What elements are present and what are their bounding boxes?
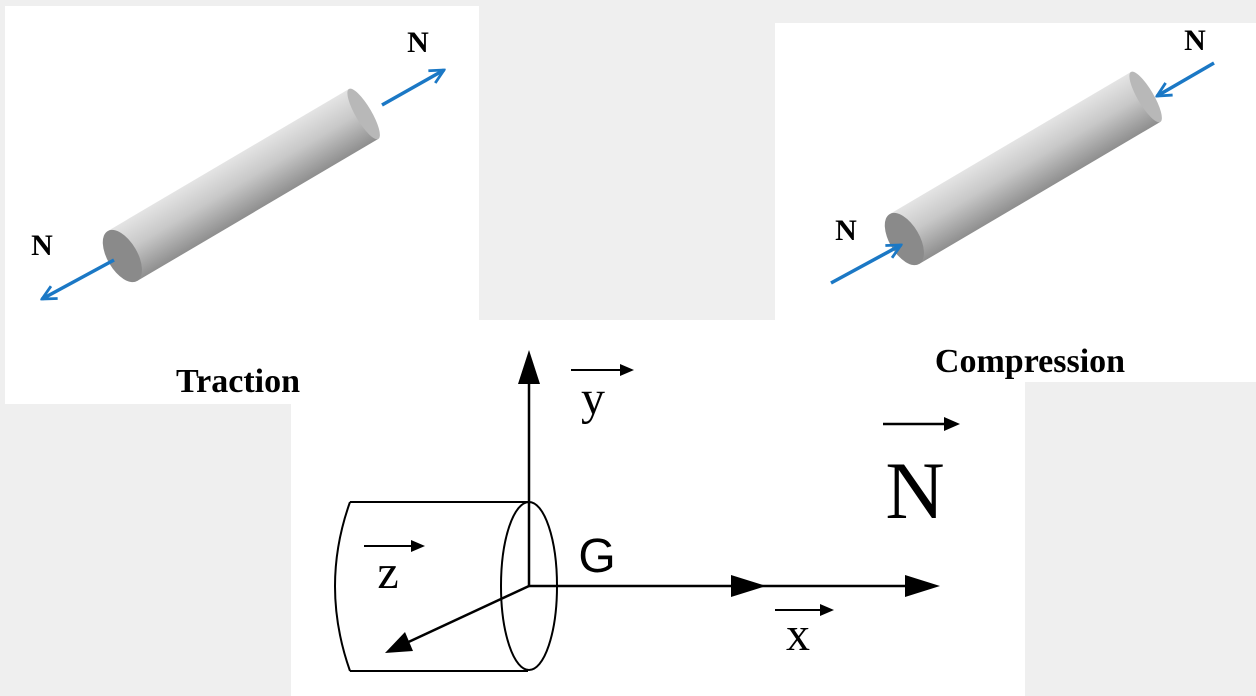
- axes-cylinder: [334, 501, 558, 672]
- x-axis-label: x: [786, 608, 810, 661]
- compression-force-arrow-left: [830, 243, 901, 285]
- traction-bar: [102, 88, 380, 283]
- force-vector-label: N: [885, 445, 944, 536]
- z-axis-label: z: [377, 546, 398, 599]
- y-vector-label: y: [571, 364, 634, 425]
- traction-force-label-left: N: [31, 229, 53, 262]
- y-axis-arrowhead: [518, 350, 540, 384]
- traction-force-arrow-right: [381, 70, 444, 107]
- origin-label: G: [578, 530, 615, 583]
- z-axis-line: [401, 584, 530, 647]
- compression-force-label-right: N: [1184, 24, 1206, 57]
- y-axis-label: y: [581, 372, 605, 425]
- compression-force-arrow-right: [1157, 61, 1215, 96]
- traction-force-arrow-left: [42, 258, 115, 301]
- compression-force-label-left: N: [835, 214, 857, 247]
- traction-force-label-right: N: [407, 26, 429, 59]
- z-vector-label: z: [364, 540, 425, 599]
- axes-panel: [291, 320, 1025, 696]
- n-vector-label: N: [883, 417, 960, 536]
- traction-caption: Traction: [176, 363, 300, 400]
- x-axis-arrowhead-outer: [905, 575, 940, 597]
- compression-caption: Compression: [935, 343, 1125, 380]
- x-vector-label: x: [775, 604, 834, 661]
- x-axis-arrowhead-inner: [731, 575, 766, 597]
- z-axis-arrowhead: [385, 632, 413, 653]
- compression-bar: [884, 71, 1162, 266]
